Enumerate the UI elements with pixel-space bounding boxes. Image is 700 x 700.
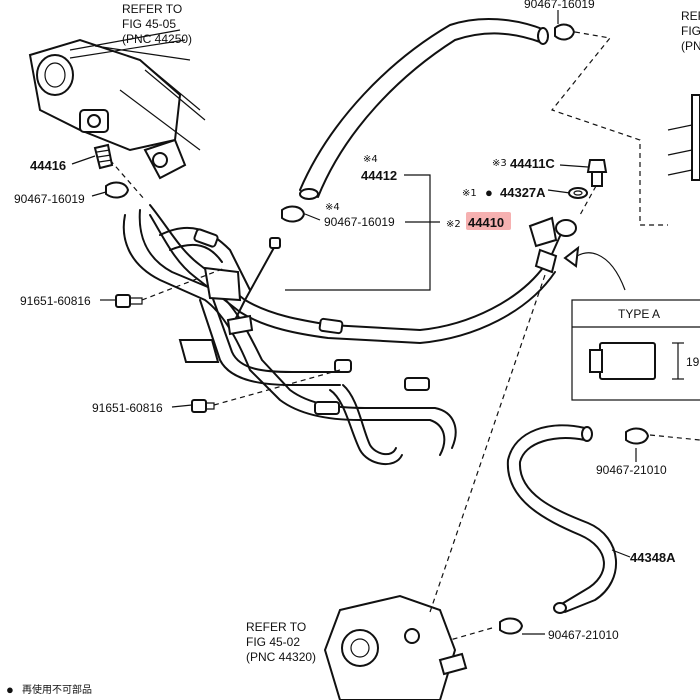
label-91651-60816-upper[interactable]: 91651-60816: [20, 294, 91, 308]
legend-text: 再使用不可部品: [22, 683, 92, 696]
callout-refer-right: REF FIG (PN: [681, 9, 700, 53]
suction-hose-44348a[interactable]: [506, 424, 618, 614]
label-90467-16019-left[interactable]: 90467-16019: [14, 192, 85, 206]
reservoir-tank: [667, 94, 700, 181]
label-91651-60816-lower[interactable]: 91651-60816: [92, 401, 163, 415]
power-steering-pump: [323, 594, 468, 700]
legend-dot: ●: [6, 682, 14, 697]
marker-x2: ※2: [446, 219, 461, 230]
clip-90467-21010-upper[interactable]: [625, 427, 650, 445]
clip-90467-16019-top[interactable]: [554, 23, 576, 41]
marker-x1: ※1: [462, 188, 477, 199]
type-a-title: TYPE A: [618, 307, 660, 321]
marker-x4-clip: ※4: [325, 202, 340, 213]
svg-text:(PNC 44320): (PNC 44320): [246, 650, 316, 664]
gasket-44327a[interactable]: [568, 187, 588, 199]
bolt-91651-60816-upper[interactable]: [115, 294, 143, 308]
dashed-reference-lines: [109, 31, 700, 641]
label-44327a[interactable]: 44327A: [500, 185, 546, 200]
label-90467-21010-upper[interactable]: 90467-21010: [596, 463, 667, 477]
label-90467-16019-top[interactable]: 90467-16019: [524, 0, 595, 11]
banjo-fitting: [528, 216, 577, 255]
svg-text:REFER TO: REFER TO: [246, 620, 306, 634]
svg-text:REF: REF: [681, 9, 700, 23]
svg-text:FIG 45-05: FIG 45-05: [122, 17, 176, 31]
svg-text:(PN: (PN: [681, 39, 700, 53]
label-44416[interactable]: 44416: [30, 158, 66, 173]
label-44411c[interactable]: 44411C: [510, 156, 555, 171]
label-44412[interactable]: 44412: [361, 168, 397, 183]
leader-lines: [71, 10, 637, 635]
label-44348a[interactable]: 44348A: [630, 550, 676, 565]
pressure-hose-assembly-44410[interactable]: [122, 204, 558, 465]
type-a-dimension: 19: [686, 355, 700, 369]
return-hose-44412[interactable]: [299, 17, 549, 200]
label-44410[interactable]: 44410: [468, 215, 504, 230]
hose-bracket: [203, 266, 254, 336]
type-a-detail-box: TYPE A 19: [571, 299, 700, 401]
clip-90467-16019-left[interactable]: [105, 181, 130, 199]
svg-text:FIG: FIG: [681, 24, 700, 38]
callout-refer-top-left: REFER TO FIG 45-05 (PNC 44250): [122, 2, 192, 46]
bolt-91651-60816-lower[interactable]: [191, 399, 215, 413]
label-90467-21010-lower[interactable]: 90467-21010: [548, 628, 619, 642]
steering-gear-assembly: [28, 29, 206, 180]
direction-arrow-icon: [563, 245, 626, 291]
clip-90467-16019-mid[interactable]: [281, 205, 306, 223]
clip-90467-21010-lower[interactable]: [499, 617, 524, 635]
union-bolt-44411c[interactable]: [586, 159, 608, 187]
svg-text:FIG 45-02: FIG 45-02: [246, 635, 300, 649]
marker-x4-44412: ※4: [363, 154, 378, 165]
fitting-44416[interactable]: [93, 143, 114, 170]
callout-refer-bottom: REFER TO FIG 45-02 (PNC 44320): [246, 620, 316, 664]
legend: ● 再使用不可部品: [6, 682, 92, 697]
marker-x3: ※3: [492, 158, 507, 169]
label-90467-16019-mid[interactable]: 90467-16019: [324, 215, 395, 229]
svg-text:REFER TO: REFER TO: [122, 2, 182, 16]
metal-pipe: [234, 237, 281, 321]
svg-text:(PNC 44250): (PNC 44250): [122, 32, 192, 46]
marker-dot-44327a: ●: [485, 185, 493, 200]
highlight-44410: [466, 212, 511, 230]
